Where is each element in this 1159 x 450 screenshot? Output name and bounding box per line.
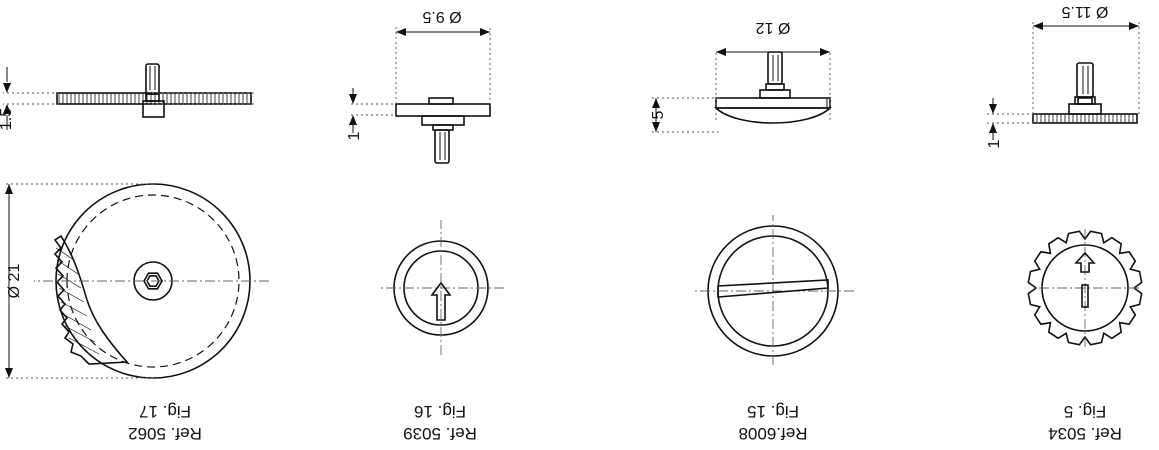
fig-17-diameter-label: Ø 21 [6, 264, 23, 299]
fig-16-ref-label: Ref. 5039 [403, 424, 477, 443]
figure-16: Ref. 5039 Fig. 16 1 Ø 9.5 [346, 8, 504, 443]
fig-17-fig-label: Fig. 17 [139, 402, 191, 421]
fig-5-ref-label: Ref. 5034 [1048, 424, 1122, 443]
fig-15-side-collar [765, 83, 785, 91]
fig-16-height-label: 1 [346, 131, 363, 140]
fig-16-diameter-label: Ø 9.5 [422, 8, 461, 25]
fig-17-ref-label: Ref. 5062 [128, 424, 202, 443]
fig-17-dim-arrow-top [5, 368, 13, 378]
fig-16-arrow-logo [430, 281, 452, 321]
fig-17-side-stem [145, 63, 160, 95]
fig-16-side-stem [434, 129, 450, 164]
fig-5-diameter-label: Ø 11.5 [1061, 3, 1108, 20]
fig-17-height-label: 1.5 [0, 108, 15, 130]
figure-5: Ref. 5034 Fig. 5 1 Ø 11.5 [986, 3, 1143, 443]
fig-15-side-base [759, 89, 791, 99]
fig-15-diameter-label: Ø 12 [756, 19, 791, 36]
fig-15-height-label: 5 [650, 110, 667, 119]
fig-17-side-knurling [58, 93, 248, 104]
fig-16-side-cap [428, 97, 454, 105]
fig-15-side-dome [713, 107, 833, 124]
fig-16-side-base [421, 115, 465, 126]
fig-17-side-collar [145, 93, 160, 102]
fig-5-side-knurling [1036, 114, 1134, 123]
fig-5-bar-mark [1081, 284, 1089, 308]
fig-15-fig-label: Fig. 15 [747, 402, 799, 421]
fig-17-serrated-cutaway [53, 234, 129, 365]
fig-17-hex-socket [143, 272, 163, 290]
fig-17-dim-arrow-bottom [5, 184, 13, 194]
fig-5-height-label: 1 [986, 139, 1003, 148]
figure-17: Ref. 5062 Fig. 17 Ø 21 [0, 63, 269, 443]
fig-16-fig-label: Fig. 16 [414, 402, 466, 421]
figure-15: Ref.6008 Fig. 15 5 Ø 12 [649, 19, 854, 443]
fig-15-ref-label: Ref.6008 [739, 424, 808, 443]
fig-15-side-rim [715, 97, 831, 109]
fig-16-side-body [395, 103, 491, 117]
fig-15-side-stem [767, 51, 783, 85]
fig-5-fig-label: Fig. 5 [1064, 402, 1107, 421]
fig-5-arrow-logo [1074, 251, 1096, 273]
fig-5-side-stem [1076, 62, 1094, 98]
fig-5-side-base [1068, 103, 1102, 115]
fig-15-slot [717, 279, 829, 298]
fig-5-side-cap [1077, 97, 1093, 105]
